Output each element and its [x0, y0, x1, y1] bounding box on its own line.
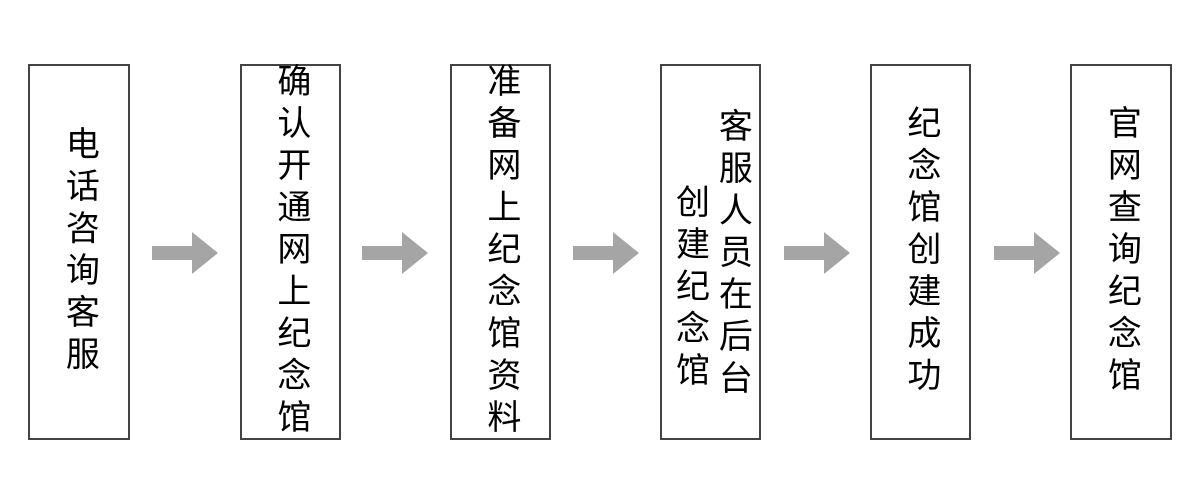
flow-node-memorial-created-success[interactable]: 纪念馆创建成功	[870, 64, 971, 440]
flow-arrow-right-icon-2	[362, 232, 428, 274]
flow-node-confirm-open-memorial[interactable]: 确认开通网上纪念馆	[240, 63, 341, 441]
flow-node-label: 电话咨询客服	[59, 126, 100, 378]
flow-arrow-right-icon-1	[152, 232, 218, 274]
flow-node-phone-consult-support[interactable]: 电话咨询客服	[28, 64, 130, 440]
flow-node-label: 纪念馆创建成功	[900, 105, 941, 399]
flow-node-query-memorial-on-site[interactable]: 官网查询纪念馆	[1070, 64, 1172, 440]
flow-node-label: 官网查询纪念馆	[1101, 105, 1142, 399]
flow-node-label: 客服人员在后台	[712, 108, 753, 402]
flow-arrow-right-icon-3	[573, 232, 639, 274]
flow-arrow-right-icon-4	[784, 232, 850, 274]
flow-node-label-secondary: 创建纪念馆	[669, 184, 710, 394]
flow-node-support-creates-memorial[interactable]: 创建纪念馆 客服人员在后台	[660, 64, 761, 440]
flow-node-label: 准备网上纪念馆资料	[480, 63, 521, 441]
flow-arrow-right-icon-5	[994, 232, 1060, 274]
flow-node-label: 确认开通网上纪念馆	[270, 63, 311, 441]
flow-node-prepare-memorial-materials[interactable]: 准备网上纪念馆资料	[450, 63, 551, 441]
